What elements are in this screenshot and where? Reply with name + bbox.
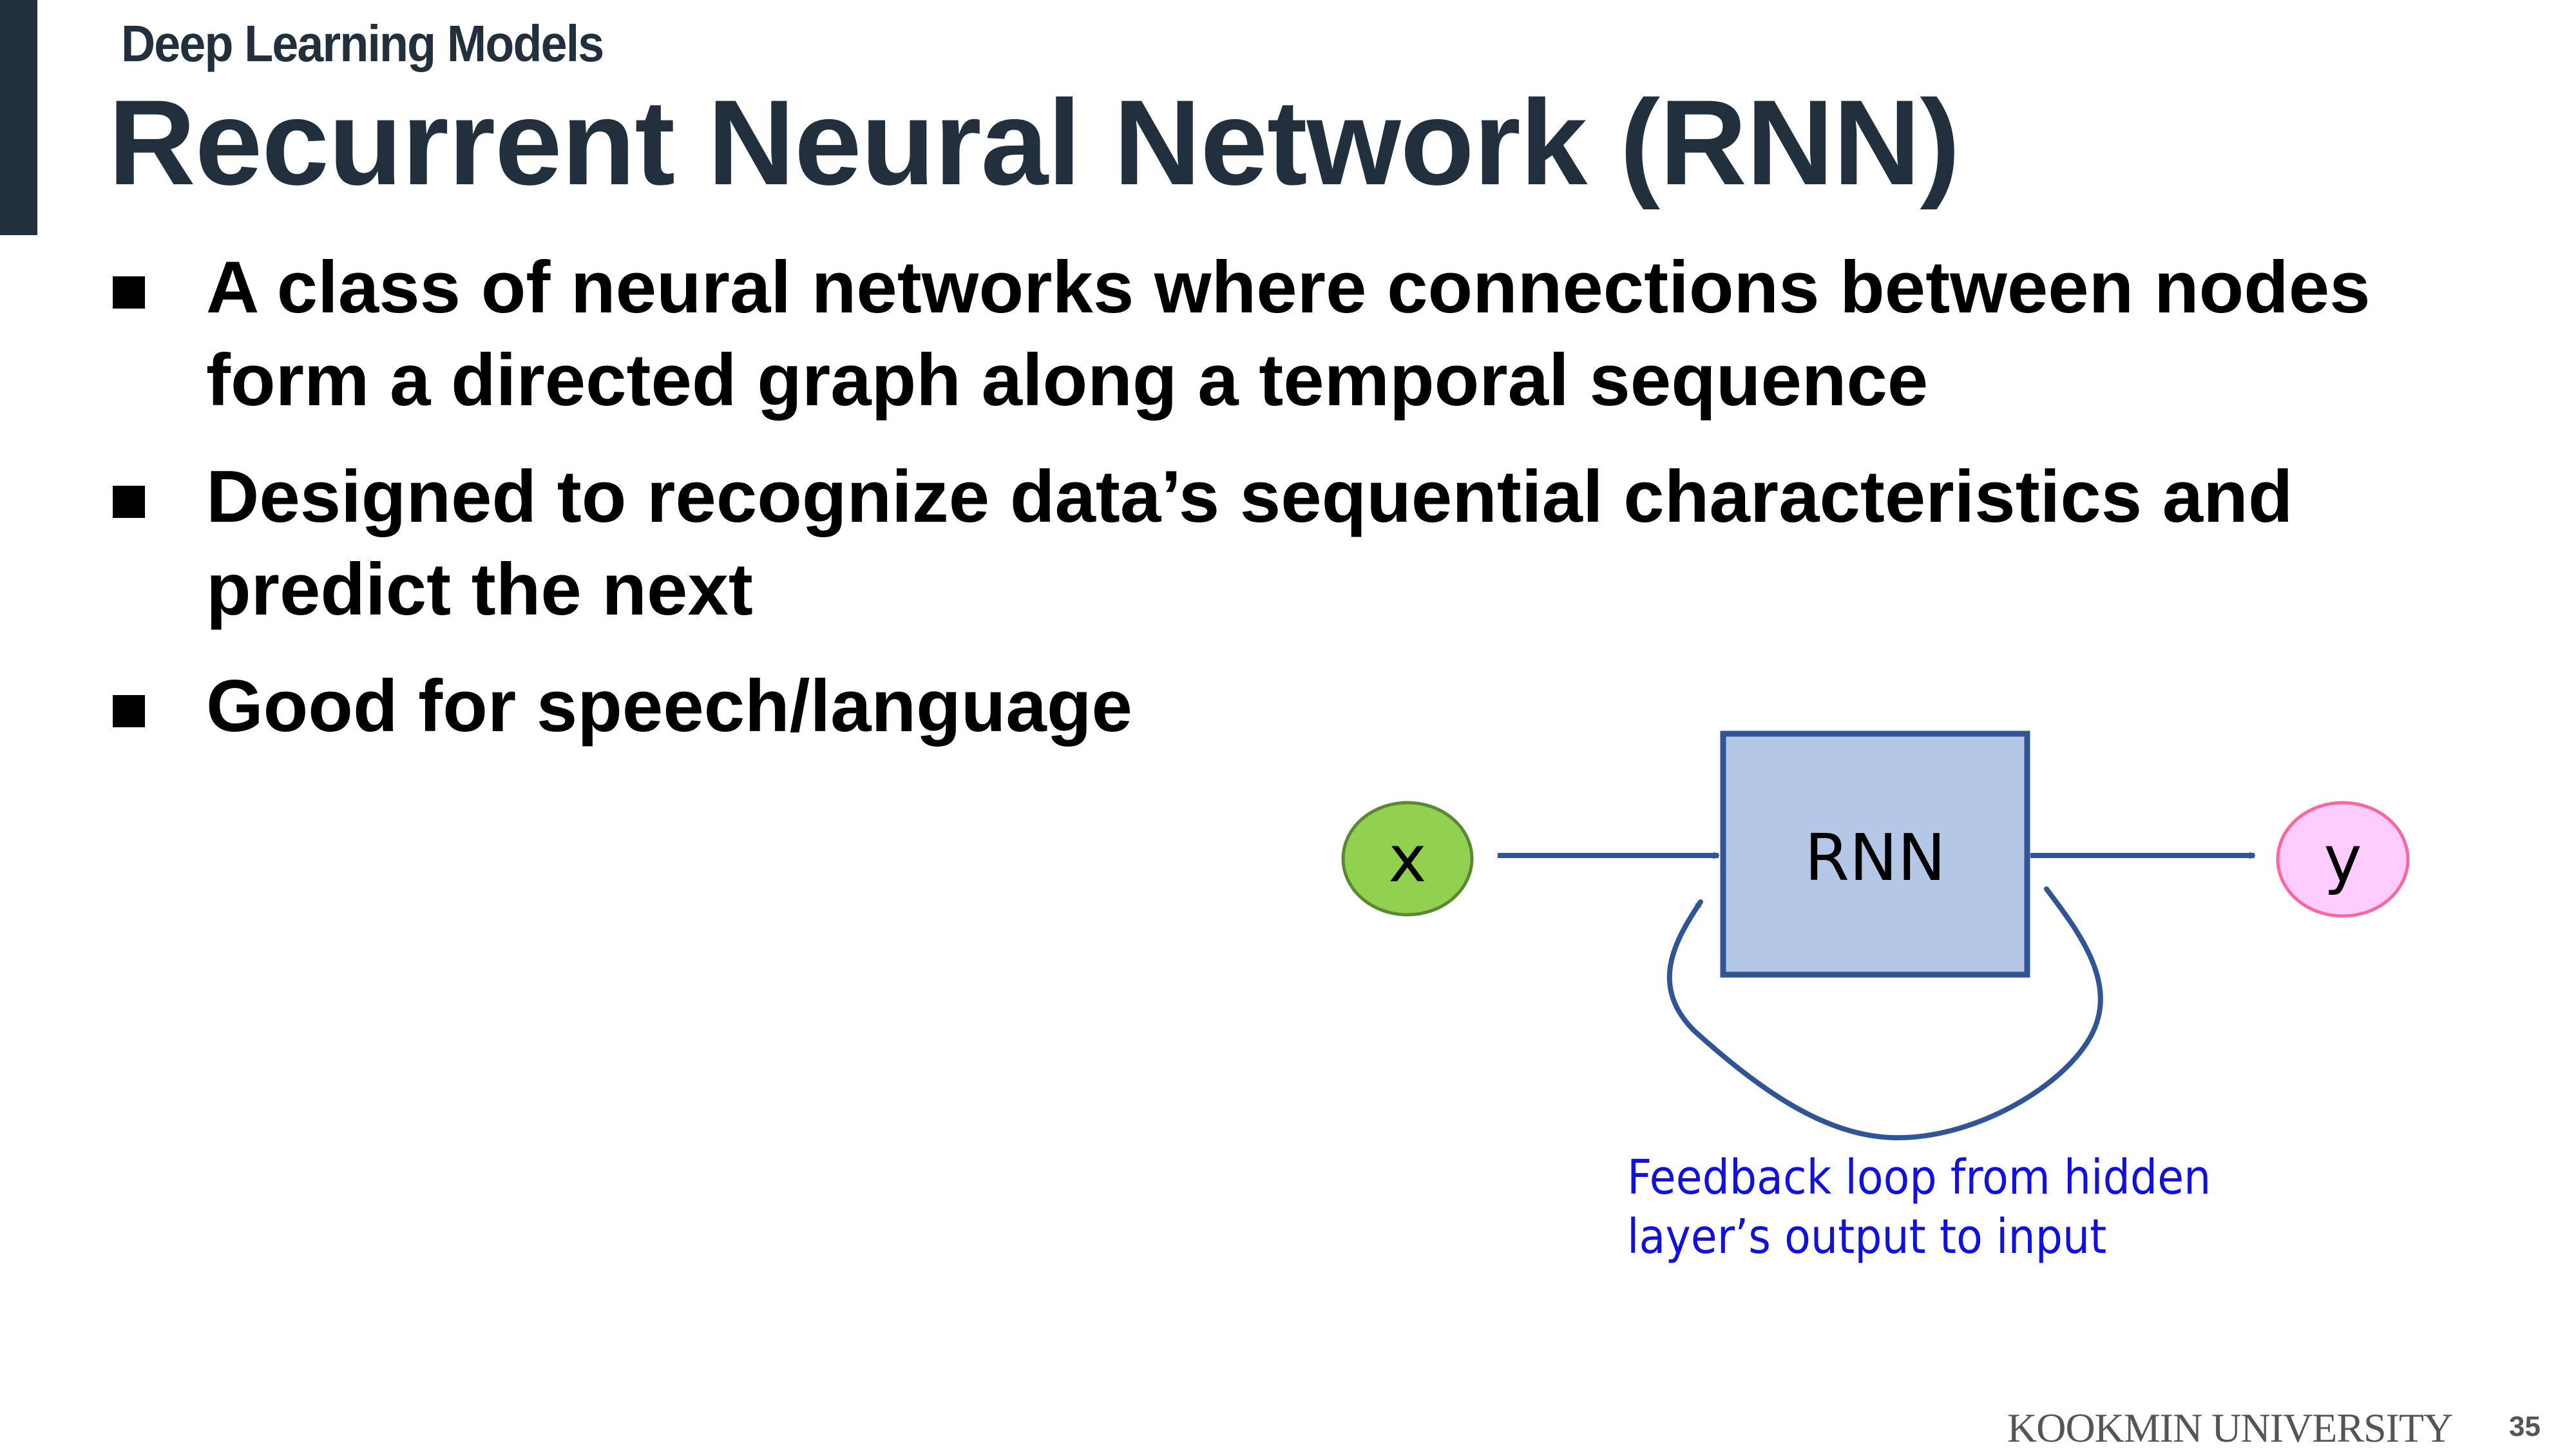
university-logo-text: KOOKMIN UNIVERSITY <box>2007 1405 2453 1451</box>
bullet-text-line: A class of neural networks where connect… <box>206 247 2371 329</box>
slide-number: 35 <box>2509 1411 2541 1442</box>
bullet-item: Good for speech/language <box>113 660 1132 753</box>
bullet-item: Designed to recognize data’s sequential … <box>113 451 2293 636</box>
output-node-label: y <box>2323 821 2361 897</box>
bullet-item: A class of neural networks where connect… <box>113 242 2371 427</box>
rnn-node-label: RNN <box>1804 820 1945 895</box>
annotation-line: layer’s output to input <box>1627 1209 2107 1265</box>
black-square-icon <box>113 276 145 309</box>
title-accent-bar <box>0 0 37 235</box>
section-label: Deep Learning Models <box>121 15 604 72</box>
annotation-line: Feedback loop from hidden <box>1627 1150 2211 1205</box>
feedback-loop-arrow <box>1666 886 2103 1141</box>
bullet-text-line: Designed to recognize data’s sequential … <box>206 456 2293 538</box>
input-node-x: x <box>1341 801 1474 917</box>
black-square-icon <box>113 695 145 727</box>
feedback-annotation: Feedback loop from hidden layer’s output… <box>1627 1148 2211 1266</box>
black-square-icon <box>113 486 145 518</box>
slide-title: Recurrent Neural Network (RNN) <box>108 75 1960 210</box>
bullet-text-line: form a directed graph along a temporal s… <box>206 339 1929 421</box>
output-node-y: y <box>2276 801 2410 918</box>
bullet-text-line: predict the next <box>206 549 753 631</box>
input-node-label: x <box>1388 821 1426 897</box>
bullet-text-line: Good for speech/language <box>206 665 1132 747</box>
rnn-node-box: RNN <box>1720 731 2030 978</box>
